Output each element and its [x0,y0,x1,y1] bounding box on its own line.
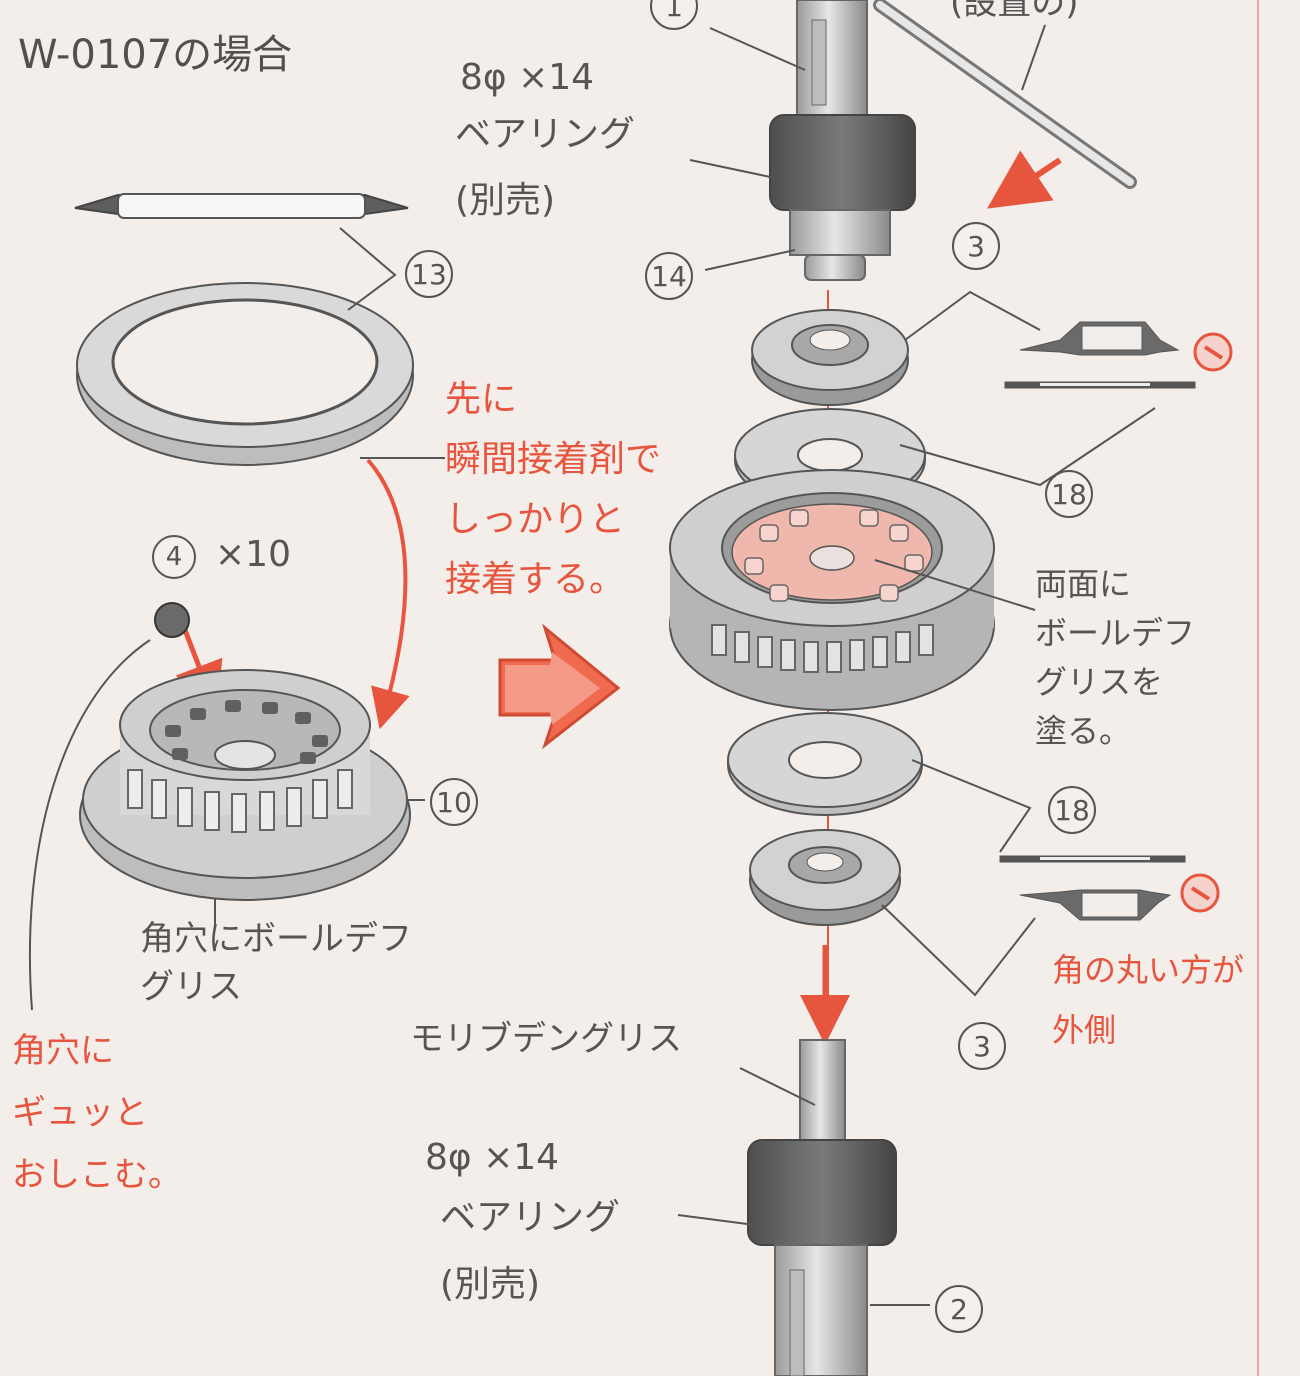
next-step-arrow [498,623,621,750]
section-view-top [1004,321,1196,389]
leader-lines-right [677,159,1156,1306]
part-number-14: 14 [645,252,693,300]
grease-both-sides-note: 両面に ボールデフ グリスを 塗る。 [1035,565,1196,750]
press-in-note: 角穴に ギュッと おしこむ。 [12,1031,182,1195]
part-number-18-bottom: 18 [1048,786,1096,834]
part-number-10: 10 [430,778,478,826]
part-number-13: 13 [405,250,453,298]
glue-arrow [366,458,410,730]
square-hole-grease-note: 角穴にボールデフ グリス [140,919,412,1007]
rounded-side-note: 角の丸い方が 外側 [1052,951,1245,1049]
washer-18-bottom [727,712,923,816]
bottom-bearing [747,1139,897,1246]
part-number-3-top: 3 [952,222,1000,270]
part-number-18-top: 18 [1045,470,1093,518]
bottom-bearing-note: (別売) [440,1264,541,1305]
page-title: W-0107の場合 [18,32,293,78]
washer-3-top [751,309,909,406]
pulley-differential [669,469,995,711]
part-number-3-bottom: 3 [958,1022,1006,1070]
glue-note: 先に 瞬間接着剤で しっかりと 接着する。 [445,379,662,600]
moly-grease-label: モリブデングリス [410,1019,682,1059]
pulley-10 [79,669,411,901]
part-number-4: 4 [152,535,196,579]
ring-13-profile [74,193,409,219]
washer-3-bottom [749,829,901,926]
ball-count: ×10 [215,534,291,575]
top-shaft [709,0,916,281]
ring-13 [76,282,414,466]
ball-4 [154,602,190,638]
top-bearing-size: 8φ ×14 [460,57,595,98]
section-view-bottom [999,855,1186,921]
bottom-shaft [747,1039,897,1376]
top-bearing [769,114,916,211]
top-right-partial-note: (設置の) [950,0,1079,23]
part-number-2: 2 [935,1285,983,1333]
top-bearing-note: (別売) [455,180,556,221]
rounded-corner-markers [1180,332,1233,913]
top-bearing-name: ベアリング [455,114,636,155]
assembly-rod [873,0,1137,209]
bottom-bearing-name: ベアリング [440,1197,621,1238]
bottom-bearing-size: 8φ ×14 [425,1137,560,1178]
